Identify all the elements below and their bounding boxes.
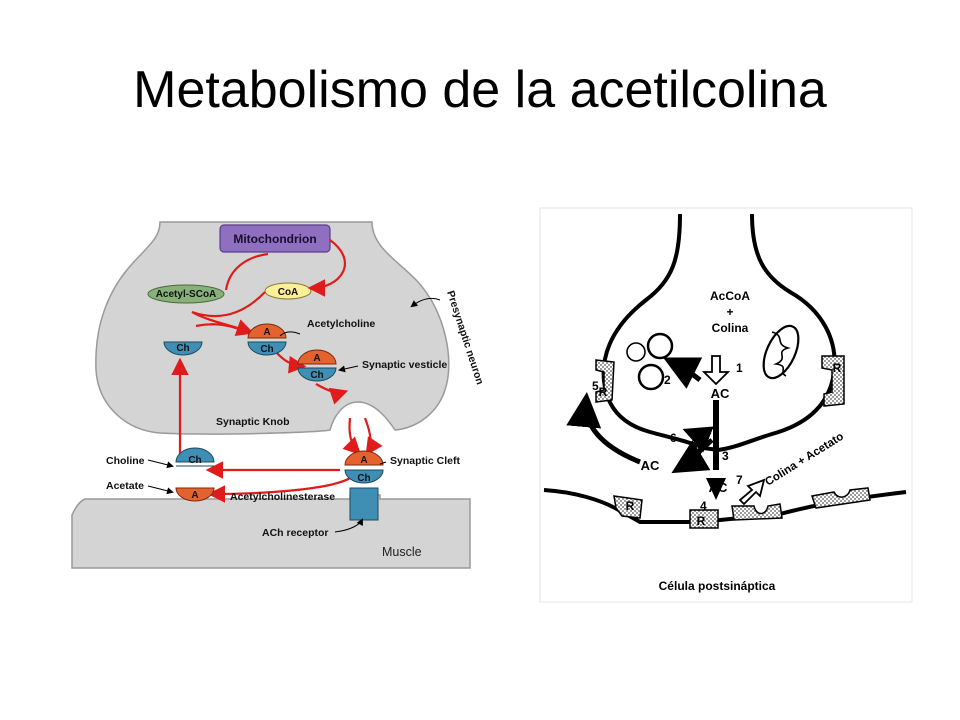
vesicle-3 [637,363,665,391]
receptor-pointer [334,518,363,533]
choline-pointer [147,459,174,469]
vesicle-pointer [338,365,359,373]
acetylcholinesterase-label: Acetylcholinesterase [230,491,335,503]
muscle-label: Muscle [382,545,422,559]
postsynaptic-receptor-2: R [689,509,719,529]
postsynaptic-label: Célula postsináptica [659,579,776,593]
precursor-line3: Colina [712,321,749,335]
svg-text:R: R [697,514,706,528]
acetylcholine-pointer [279,331,301,337]
release-arrow-2 [363,417,383,456]
svg-text:A: A [191,490,198,501]
synaptic-knob-label: Synaptic Knob [216,416,290,428]
step-4: 4 [700,499,707,513]
left-diagram: Mitochondrion Acetyl-SCoA CoA Ch A Ch [71,218,486,569]
cleft-pointer [379,461,387,465]
ac-label-cleft: AC [709,480,728,495]
choline-join-line [195,323,249,334]
step-6: 6 [670,431,677,445]
to-acetate-arrow [207,477,351,503]
vesicle-to-cleft-arrow [315,383,349,405]
hydrolysis-arrow [738,478,766,506]
acetylcholine-unit: A Ch [247,323,287,356]
acetate-unit: A [175,487,215,502]
svg-text:R: R [599,385,608,399]
slide-title: Metabolismo de la acetilcolina [133,61,827,119]
postsynaptic-receptor-1: R [613,495,643,519]
acetyl-scoa [147,284,225,304]
release-arrowhead [706,478,726,500]
vesicle-2 [646,332,674,360]
choline-unit-top: Ch [163,341,203,356]
precursor-line2: + [726,305,733,319]
svg-text:R: R [833,361,842,375]
mitochondrion [219,224,331,253]
svg-text:A: A [360,455,367,466]
svg-text:Ch: Ch [357,473,370,484]
synaptic-cleft-label: Synaptic Cleft [390,455,461,467]
vesicle-unit: A Ch [297,349,337,382]
svg-text:A: A [313,353,320,364]
step-5: 5 [592,379,599,393]
vesicle-1 [626,342,646,362]
autoreceptor-arrow [566,392,641,465]
ach-receptor-label: ACh receptor [262,527,329,539]
release-arrow-1 [342,417,362,456]
receptor-bound-ach: A Ch [344,450,384,484]
reuptake-arrow [682,426,714,461]
choline-unit-bottom: Ch [175,447,215,467]
mitochondrion-label: Mitochondrion [233,232,316,246]
step-2: 2 [664,373,671,387]
acetate-label: Acetate [106,480,144,492]
synaptic-vesicle-label: Synaptic vesticle [362,359,447,371]
synthesis-arrow [701,355,731,386]
acetyl-scoa-label: Acetyl-SCoA [156,289,217,300]
svg-text:Ch: Ch [188,455,201,466]
choline-label: Choline [106,455,145,467]
step-3: 3 [722,449,729,463]
svg-text:R: R [626,499,635,513]
right-diagram: R R R R AcCoA + Colina [539,207,913,603]
postsynaptic-receptor-4 [811,487,871,509]
presynaptic-receptor-left: R [595,359,615,403]
presynaptic-pointer [410,297,441,308]
presynaptic-receptor-right: R [821,355,845,407]
postsynaptic-receptor-3 [731,503,783,521]
step-1: 1 [736,361,743,375]
svg-text:Ch: Ch [176,343,189,354]
mitochondrion-sketch [762,324,800,380]
ac-label-top: AC [711,386,730,401]
acetylcholine-label: Acetylcholine [307,318,375,330]
coa-label: CoA [278,287,299,298]
step-7: 7 [736,473,743,487]
svg-text:A: A [263,327,270,338]
ach-receptor [349,487,379,521]
svg-text:Ch: Ch [310,370,323,381]
storage-arrow [663,357,703,389]
svg-text:Ch: Ch [260,344,273,355]
ac-label-left: AC [641,458,660,473]
mito-to-coa-arrow [307,239,346,297]
acetyl-loop-line [224,252,269,291]
ach-to-vesicle-arrow [275,351,307,374]
acetate-pointer [147,485,174,495]
precursor-line1: AcCoA [710,289,750,303]
